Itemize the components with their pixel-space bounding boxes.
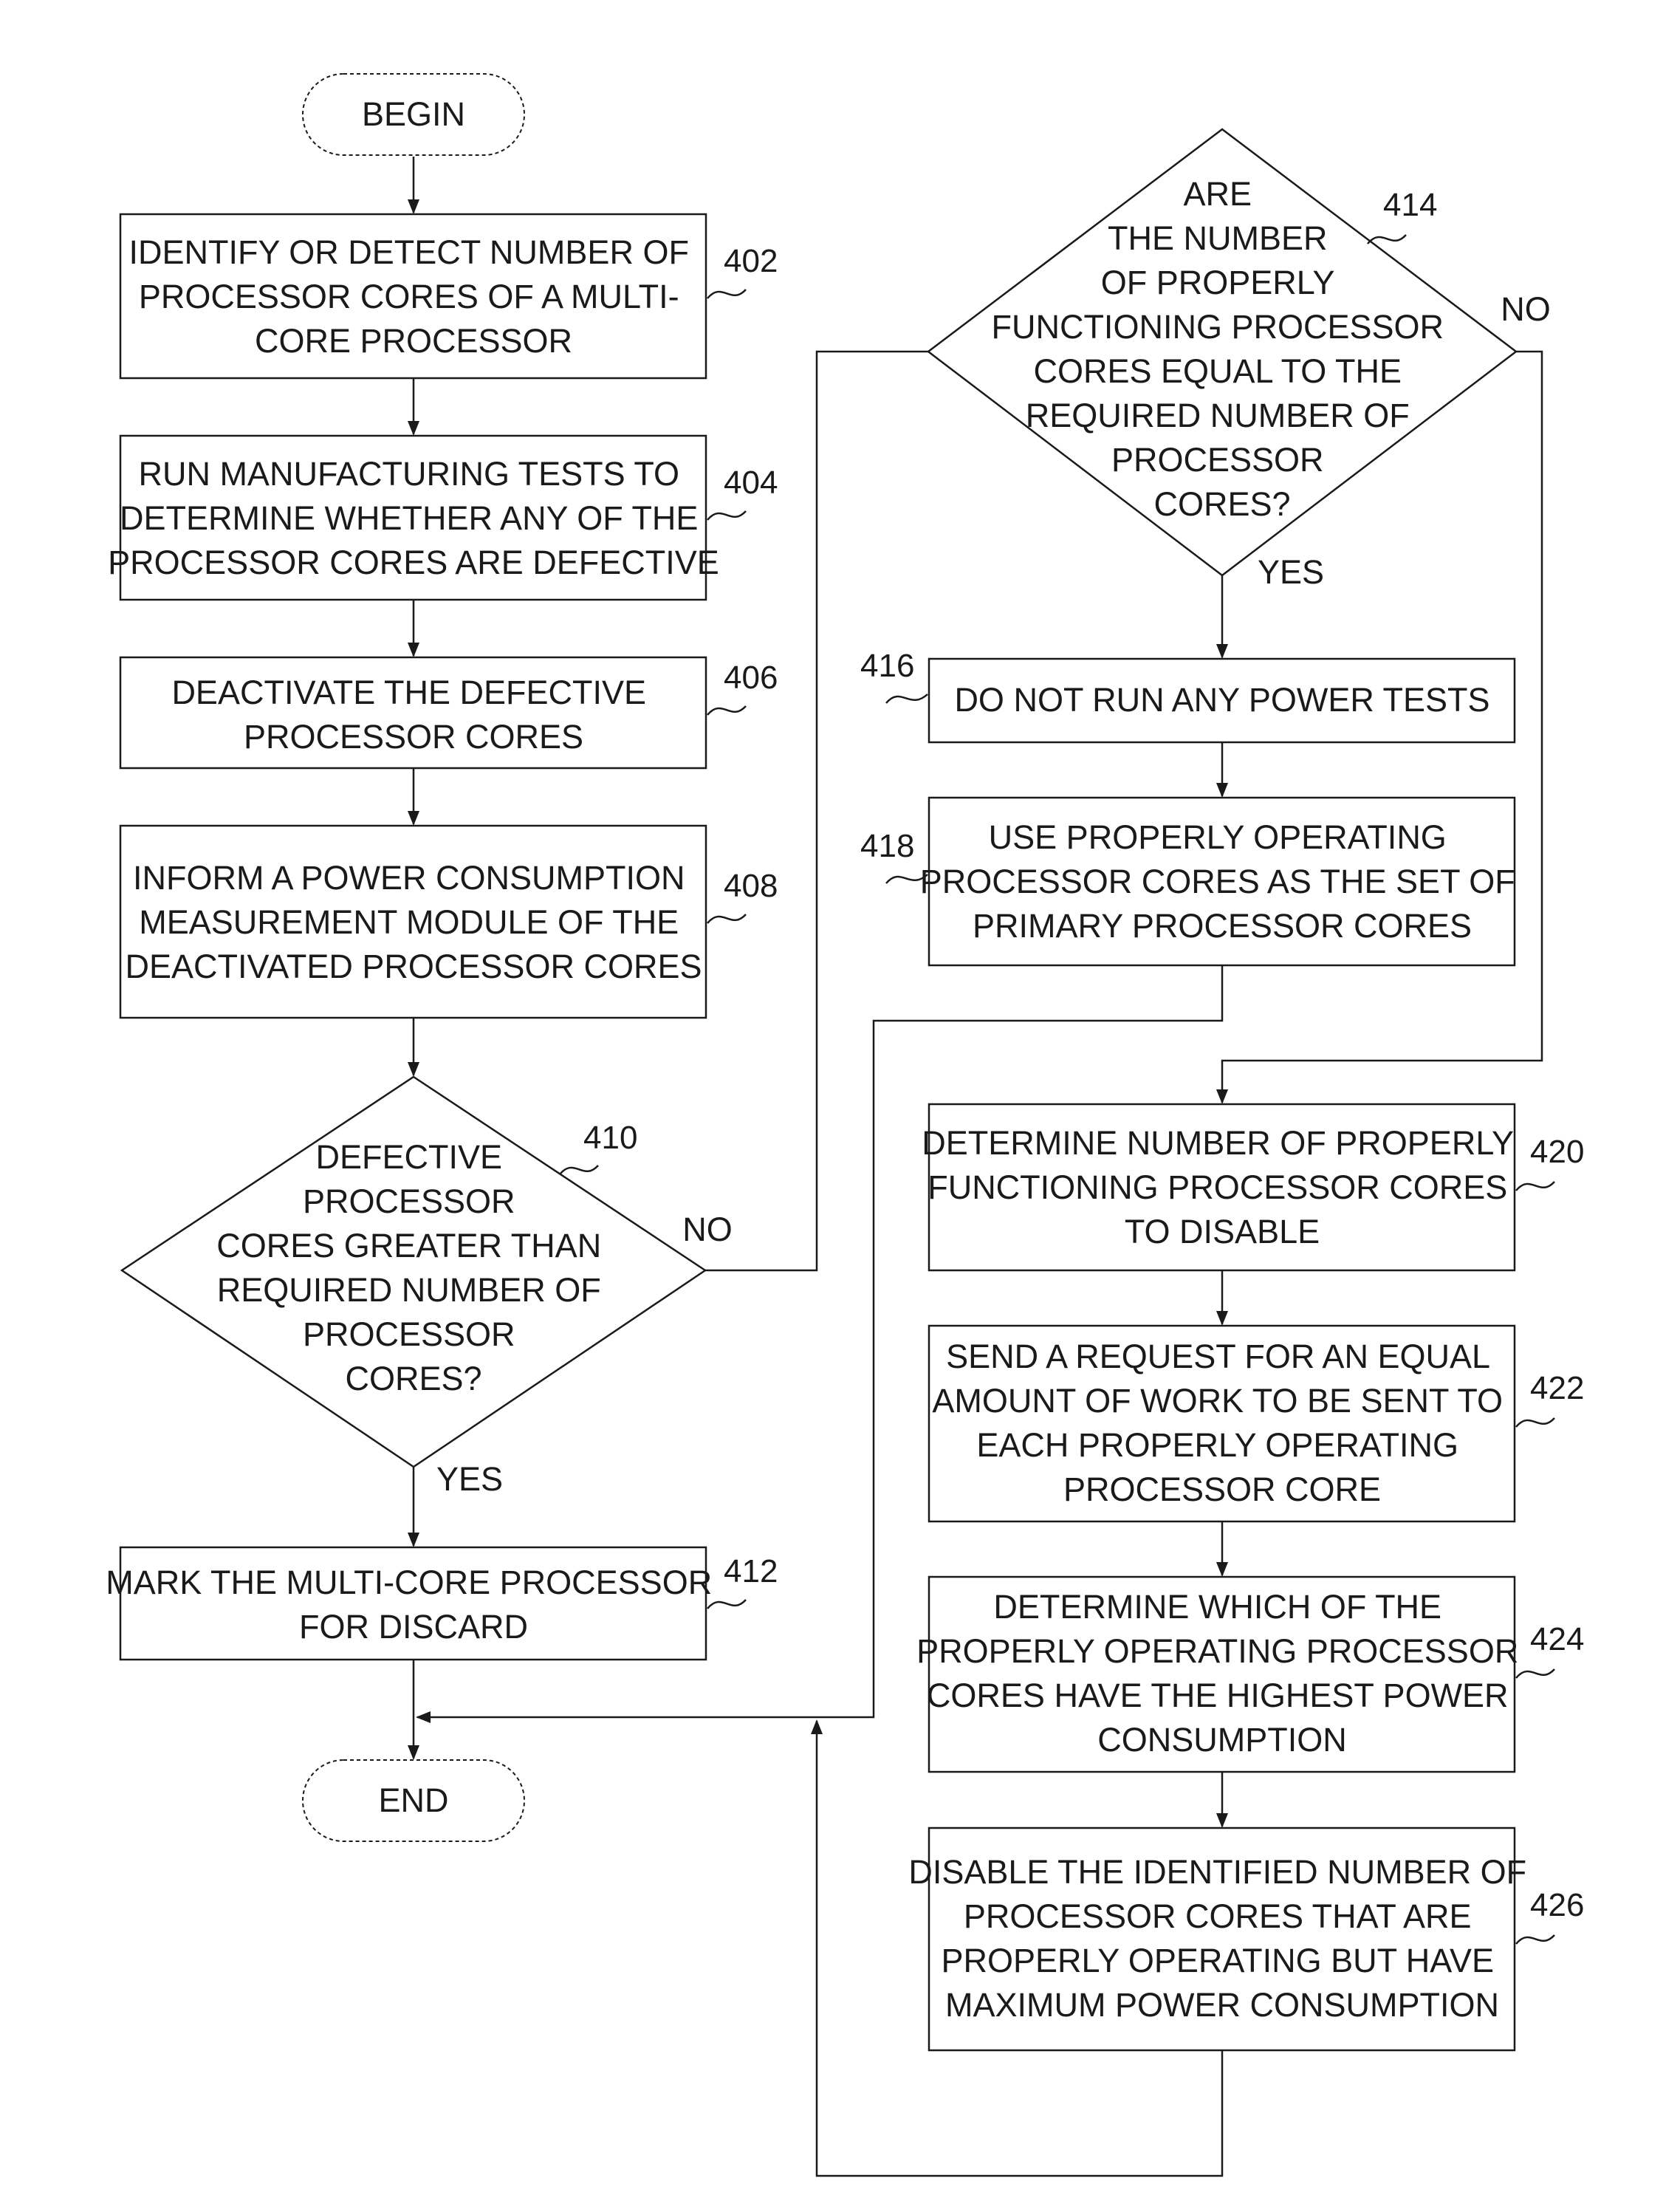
- step-406-line-1: DEACTIVATE THE DEFECTIVE: [171, 674, 646, 711]
- decision-414-ref: 414: [1383, 187, 1437, 223]
- step-406-leader: [707, 706, 746, 715]
- step-402-ref: 402: [724, 243, 778, 279]
- decision-414-leader: [1368, 235, 1406, 244]
- step-406: DEACTIVATE THE DEFECTIVE PROCESSOR CORES…: [120, 657, 778, 768]
- decision-410: DEFECTIVE PROCESSOR CORES GREATER THAN R…: [122, 1077, 733, 1498]
- decision-410-line-4: REQUIRED NUMBER OF: [217, 1271, 601, 1309]
- step-418: USE PROPERLY OPERATING PROCESSOR CORES A…: [860, 798, 1524, 965]
- step-406-ref: 406: [724, 660, 778, 696]
- step-408-line-1: INFORM A POWER CONSUMPTION: [133, 859, 685, 897]
- step-418-line-2: PROCESSOR CORES AS THE SET OF: [920, 863, 1515, 900]
- step-426-leader: [1516, 1935, 1554, 1944]
- step-420-line-2: FUNCTIONING PROCESSOR CORES: [928, 1168, 1507, 1206]
- step-408-label: INFORM A POWER CONSUMPTION MEASUREMENT M…: [126, 859, 702, 985]
- terminal-end-label: END: [378, 1781, 448, 1819]
- step-406-line-2: PROCESSOR CORES: [244, 718, 583, 756]
- step-422-line-2: AMOUNT OF WORK TO BE SENT TO: [932, 1382, 1503, 1420]
- step-418-label: USE PROPERLY OPERATING PROCESSOR CORES A…: [920, 818, 1525, 945]
- decision-410-line-1: DEFECTIVE: [315, 1138, 502, 1176]
- step-422: SEND A REQUEST FOR AN EQUAL AMOUNT OF WO…: [929, 1326, 1584, 1521]
- step-404-ref: 404: [724, 465, 778, 501]
- step-402-line-1: IDENTIFY OR DETECT NUMBER OF: [129, 233, 689, 271]
- terminal-begin: BEGIN: [303, 74, 524, 155]
- step-402: IDENTIFY OR DETECT NUMBER OF PROCESSOR C…: [120, 214, 778, 378]
- step-412: MARK THE MULTI-CORE PROCESSOR FOR DISCAR…: [106, 1547, 778, 1660]
- step-404-line-3: PROCESSOR CORES ARE DEFECTIVE: [108, 544, 719, 581]
- step-426-ref: 426: [1530, 1887, 1584, 1923]
- step-416-leader: [886, 694, 928, 703]
- decision-414-line-5: CORES EQUAL TO THE: [1034, 352, 1402, 390]
- step-426-line-4: MAXIMUM POWER CONSUMPTION: [945, 1986, 1499, 2024]
- step-420-ref: 420: [1530, 1134, 1584, 1170]
- step-416: DO NOT RUN ANY POWER TESTS 416: [860, 648, 1515, 742]
- step-416-label: DO NOT RUN ANY POWER TESTS: [954, 681, 1489, 719]
- step-408-line-2: MEASUREMENT MODULE OF THE: [139, 903, 679, 941]
- step-424-ref: 424: [1530, 1621, 1584, 1657]
- decision-410-line-5: PROCESSOR: [303, 1315, 515, 1353]
- step-404-line-2: DETERMINE WHETHER ANY OF THE: [120, 499, 698, 537]
- decision-414: ARE THE NUMBER OF PROPERLY FUNCTIONING P…: [928, 129, 1551, 591]
- decision-414-line-1: ARE: [1183, 175, 1252, 213]
- step-420: DETERMINE NUMBER OF PROPERLY FUNCTIONING…: [922, 1104, 1584, 1270]
- step-424-line-3: CORES HAVE THE HIGHEST POWER: [927, 1677, 1509, 1714]
- step-424-line-2: PROPERLY OPERATING PROCESSOR: [916, 1632, 1518, 1670]
- decision-414-line-4: FUNCTIONING PROCESSOR: [991, 308, 1444, 346]
- step-426-line-2: PROCESSOR CORES THAT ARE: [964, 1897, 1472, 1935]
- step-420-line-3: TO DISABLE: [1125, 1213, 1320, 1250]
- step-408: INFORM A POWER CONSUMPTION MEASUREMENT M…: [120, 826, 778, 1018]
- step-422-leader: [1516, 1418, 1554, 1427]
- terminal-end: END: [303, 1760, 524, 1841]
- decision-414-line-6: REQUIRED NUMBER OF: [1026, 397, 1410, 434]
- step-408-leader: [707, 914, 746, 923]
- step-422-ref: 422: [1530, 1370, 1584, 1406]
- step-420-line-1: DETERMINE NUMBER OF PROPERLY: [922, 1124, 1514, 1162]
- step-408-line-3: DEACTIVATED PROCESSOR CORES: [126, 948, 702, 985]
- step-422-line-3: EACH PROPERLY OPERATING: [976, 1426, 1458, 1464]
- step-418-line-3: PRIMARY PROCESSOR CORES: [973, 907, 1472, 945]
- step-424-leader: [1516, 1669, 1554, 1678]
- step-404-leader: [707, 511, 746, 520]
- decision-414-no-label: NO: [1501, 290, 1551, 328]
- step-426-line-3: PROPERLY OPERATING BUT HAVE: [941, 1942, 1494, 1979]
- step-412-ref: 412: [724, 1553, 778, 1589]
- decision-410-ref: 410: [583, 1120, 637, 1156]
- step-424-line-4: CONSUMPTION: [1097, 1721, 1347, 1759]
- step-426-line-1: DISABLE THE IDENTIFIED NUMBER OF: [908, 1853, 1526, 1891]
- decision-410-line-2: PROCESSOR: [303, 1182, 515, 1220]
- decision-414-line-2: THE NUMBER: [1108, 219, 1328, 257]
- decision-410-line-6: CORES?: [345, 1360, 481, 1397]
- step-416-ref: 416: [860, 648, 914, 684]
- step-402-line-3: CORE PROCESSOR: [255, 322, 572, 360]
- step-408-ref: 408: [724, 868, 778, 904]
- step-418-ref: 418: [860, 828, 914, 864]
- decision-410-yes-label: YES: [436, 1460, 503, 1498]
- step-420-leader: [1516, 1182, 1554, 1191]
- step-412-line-1: MARK THE MULTI-CORE PROCESSOR: [106, 1564, 712, 1601]
- step-416-line-1: DO NOT RUN ANY POWER TESTS: [954, 681, 1489, 719]
- decision-410-no-label: NO: [682, 1211, 733, 1248]
- step-402-line-2: PROCESSOR CORES OF A MULTI-: [139, 278, 679, 315]
- step-426: DISABLE THE IDENTIFIED NUMBER OF PROCESS…: [908, 1828, 1584, 2050]
- decision-410-line-3: CORES GREATER THAN: [216, 1227, 601, 1264]
- terminal-begin-label: BEGIN: [362, 95, 465, 133]
- decision-410-leader: [560, 1165, 598, 1174]
- step-402-leader: [707, 290, 746, 298]
- step-418-line-1: USE PROPERLY OPERATING: [989, 818, 1447, 856]
- step-404-label: RUN MANUFACTURING TESTS TO DETERMINE WHE…: [108, 455, 719, 581]
- step-422-line-1: SEND A REQUEST FOR AN EQUAL: [946, 1338, 1489, 1375]
- decision-414-line-3: OF PROPERLY: [1101, 264, 1335, 301]
- decision-414-line-7: PROCESSOR: [1111, 441, 1324, 479]
- step-424-line-1: DETERMINE WHICH OF THE: [993, 1588, 1441, 1626]
- step-404: RUN MANUFACTURING TESTS TO DETERMINE WHE…: [108, 436, 778, 600]
- decision-414-yes-label: YES: [1258, 553, 1324, 591]
- step-422-line-4: PROCESSOR CORE: [1063, 1471, 1381, 1508]
- step-404-line-1: RUN MANUFACTURING TESTS TO: [138, 455, 679, 493]
- step-424: DETERMINE WHICH OF THE PROPERLY OPERATIN…: [916, 1577, 1584, 1772]
- decision-414-line-8: CORES?: [1153, 485, 1290, 523]
- step-412-line-2: FOR DISCARD: [299, 1608, 528, 1646]
